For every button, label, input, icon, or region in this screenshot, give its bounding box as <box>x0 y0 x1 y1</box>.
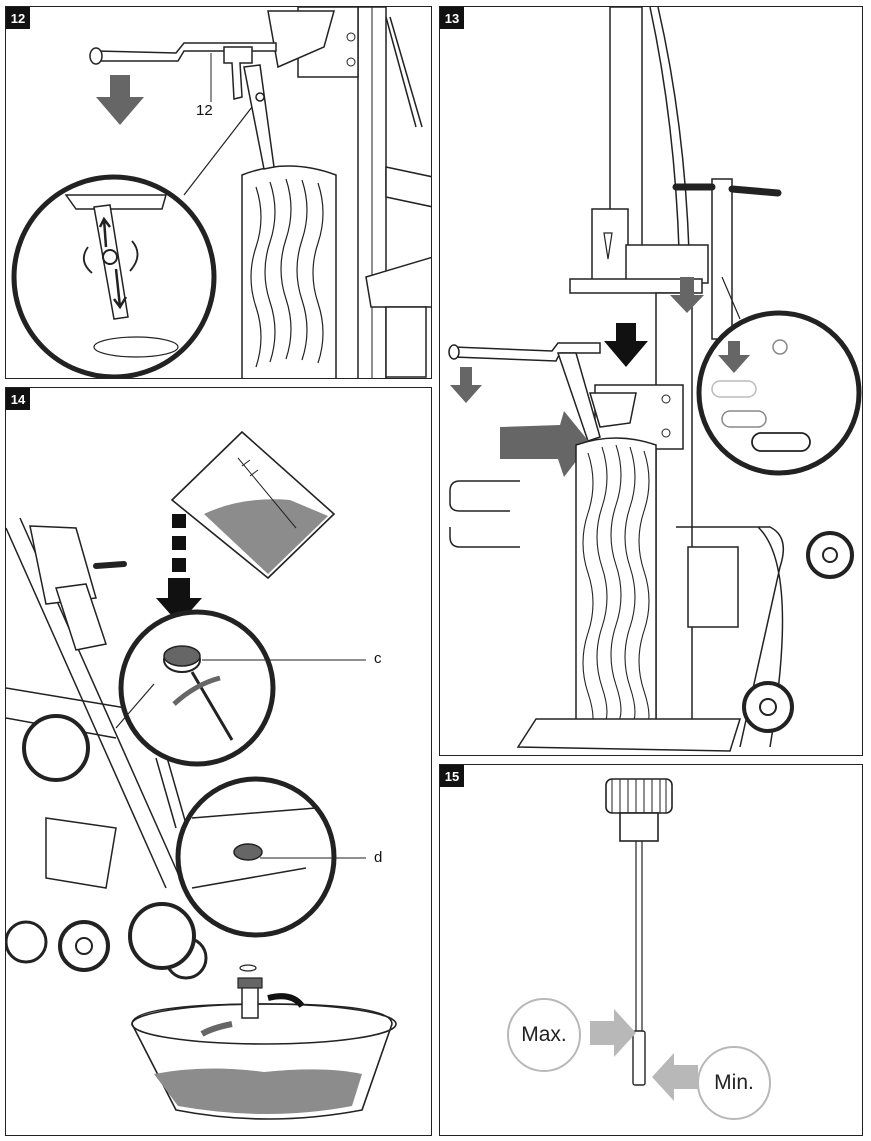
panel-15: 15 Max. Min. <box>439 764 863 1136</box>
panel-13: 13 <box>439 6 863 756</box>
panel-12-illustration <box>11 7 431 378</box>
callout-label-c: c <box>374 650 382 667</box>
callout-label-12: 12 <box>196 102 213 119</box>
dipstick-min-label: Min. <box>714 1071 754 1094</box>
panel-15-dipstick-illustration <box>507 778 771 1120</box>
panel-12: 12 <box>5 6 432 379</box>
panel-14-illustration <box>6 430 397 1120</box>
panel-14: 14 <box>5 387 432 1136</box>
callout-label-d: d <box>374 849 383 866</box>
panel-number-14: 14 <box>6 388 30 410</box>
panel-number-13: 13 <box>440 7 464 29</box>
panel-number-12: 12 <box>6 7 30 29</box>
dipstick-max-label: Max. <box>521 1023 567 1046</box>
panel-number-15: 15 <box>440 765 464 787</box>
panel-13-illustration <box>448 7 862 752</box>
